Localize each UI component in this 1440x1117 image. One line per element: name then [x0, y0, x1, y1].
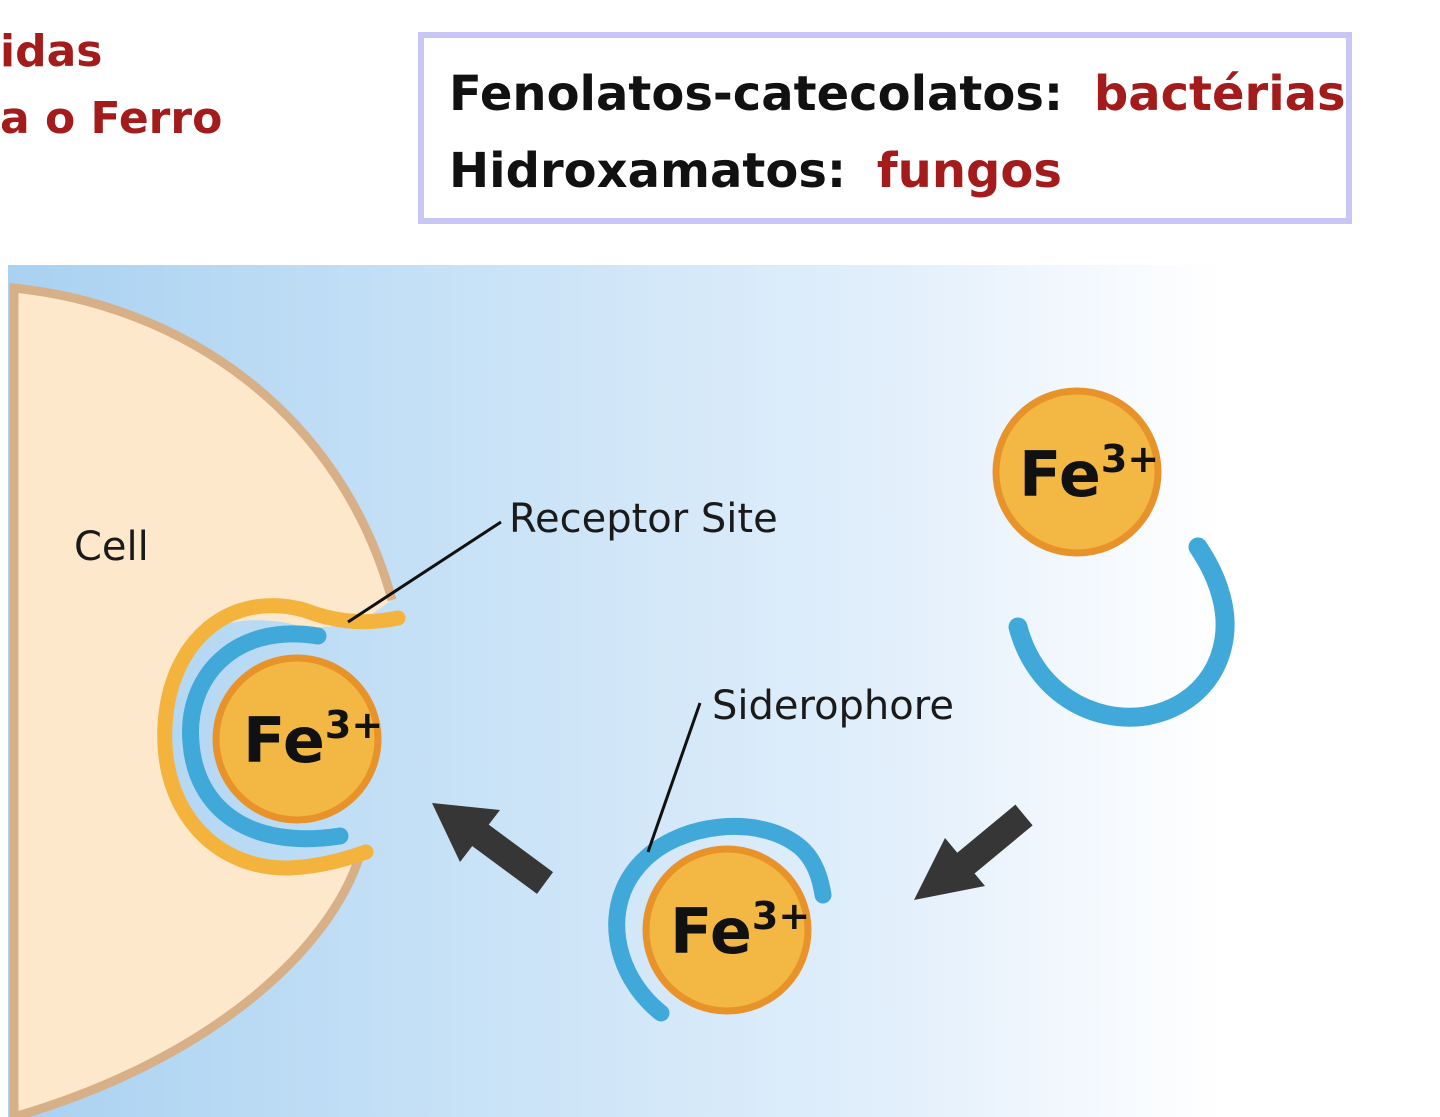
complex-iron-charge: 3+ [752, 894, 810, 938]
bound-iron-charge: 3+ [325, 703, 383, 747]
free-iron-symbol: Fe [1019, 438, 1101, 511]
siderophore-leader [646, 702, 702, 853]
hydroxamate-label: Hidroxamatos: [449, 143, 846, 199]
arrow-to-receptor [432, 803, 554, 894]
phenolate-label: Fenolatos-catecolatos: [449, 66, 1063, 122]
bound-siderophore [182, 625, 349, 848]
info-box-row-2: Hidroxamatos: fungos [449, 143, 1062, 199]
arrow-to-complex [914, 804, 1033, 900]
free-iron-ion: Fe3+ [992, 387, 1162, 557]
complex-iron-ion: Fe3+ [642, 845, 812, 1015]
svg-text:Fe3+: Fe3+ [243, 703, 383, 777]
cell-label: Cell [74, 524, 149, 570]
siderophore-label: Siderophore [712, 683, 954, 729]
receptor-site-label: Receptor Site [509, 496, 778, 542]
cell-body [14, 288, 392, 1117]
cell-membrane-bottom [12, 853, 365, 1117]
receptor-site [157, 598, 406, 876]
svg-text:Fe3+: Fe3+ [1019, 437, 1159, 511]
heading-line-1: idas [0, 26, 102, 77]
complex-siderophore [608, 817, 832, 1022]
svg-text:Fe3+: Fe3+ [670, 894, 810, 968]
phenolate-value: bactérias [1094, 66, 1346, 122]
cell-membrane-top [9, 283, 397, 1117]
heading-line-2: a o Ferro [0, 93, 222, 144]
bound-iron-ion: Fe3+ [212, 654, 383, 824]
info-box [418, 32, 1352, 224]
free-iron-charge: 3+ [1101, 437, 1159, 481]
free-siderophore [1008, 537, 1235, 727]
bound-iron-symbol: Fe [243, 704, 325, 777]
complex-iron-symbol: Fe [670, 895, 752, 968]
receptor-site-leader [347, 520, 502, 624]
hydroxamate-value: fungos [877, 143, 1062, 199]
info-box-row-1: Fenolatos-catecolatos: bactérias [449, 66, 1346, 122]
